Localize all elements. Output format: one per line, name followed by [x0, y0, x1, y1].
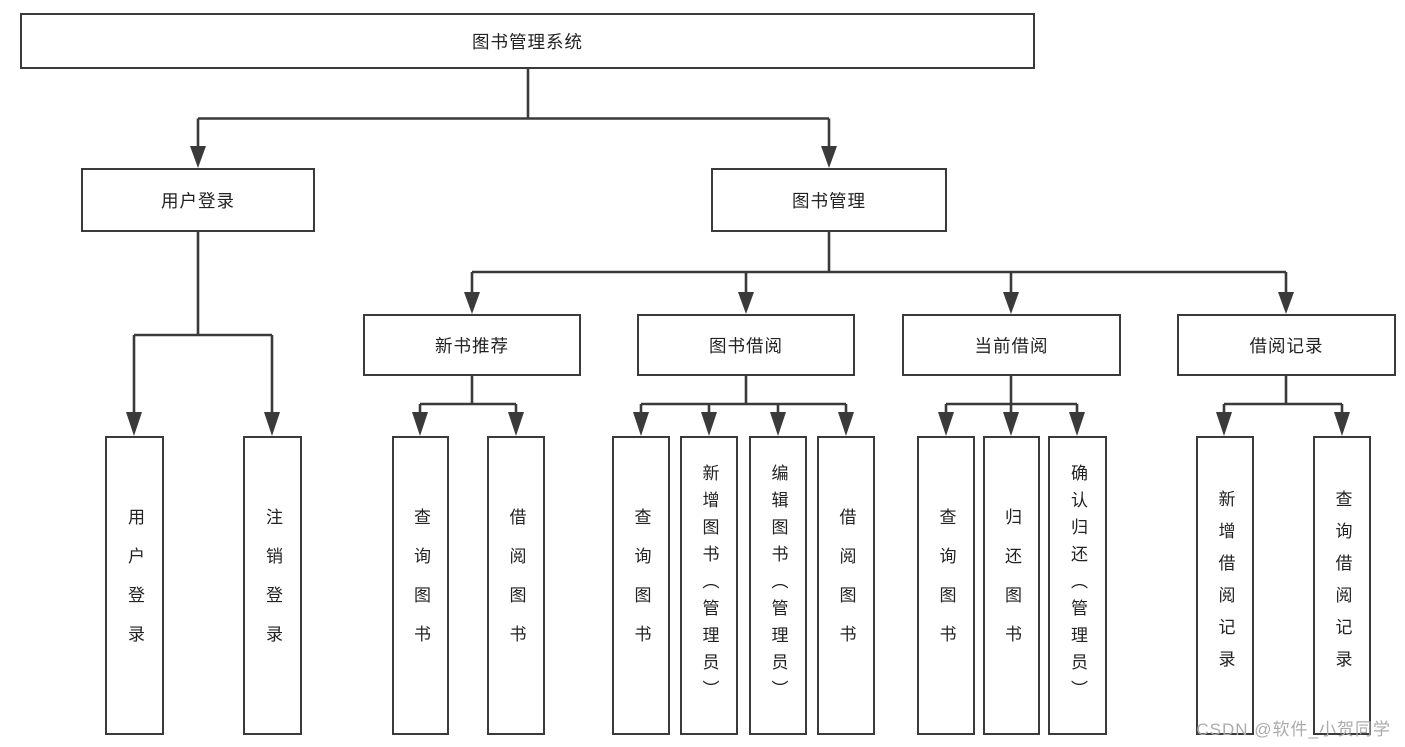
leaf-label: 新增图书（管理员） — [699, 464, 719, 707]
leaf-label: 借阅图书 — [836, 507, 856, 664]
leaf-label: 编辑图书（管理员） — [768, 464, 788, 707]
node-current-borrow: 当前借阅 — [902, 314, 1121, 376]
node-user-login: 用户登录 — [81, 168, 315, 232]
csdn-watermark: CSDN @软件_小贺同学 — [1196, 720, 1391, 739]
leaf-query-books-3: 查询图书 — [917, 436, 975, 735]
leaf-user-login: 用户登录 — [105, 436, 164, 735]
leaf-label: 确认归还（管理员） — [1068, 464, 1087, 707]
leaf-label: 查询图书 — [631, 507, 651, 664]
leaf-label: 借阅图书 — [506, 507, 526, 664]
node-new-book-recommend: 新书推荐 — [363, 314, 581, 376]
leaf-label: 查询图书 — [936, 507, 956, 664]
leaf-query-books-1: 查询图书 — [392, 436, 449, 735]
leaf-query-books-2: 查询图书 — [612, 436, 670, 735]
leaf-add-borrow-record: 新增借阅记录 — [1196, 436, 1254, 735]
leaf-edit-book-admin: 编辑图书（管理员） — [749, 436, 807, 735]
leaf-label: 注销登录 — [263, 507, 282, 664]
leaf-return-book: 归还图书 — [983, 436, 1040, 735]
leaf-label: 查询图书 — [411, 507, 430, 664]
leaf-borrow-books-1: 借阅图书 — [487, 436, 545, 735]
leaf-label: 查询借阅记录 — [1332, 489, 1352, 682]
leaf-label: 用户登录 — [125, 507, 144, 664]
leaf-label: 归还图书 — [1002, 507, 1021, 664]
node-book-management: 图书管理 — [711, 168, 947, 232]
leaf-label: 新增借阅记录 — [1215, 489, 1235, 682]
node-book-borrow: 图书借阅 — [637, 314, 855, 376]
leaf-logout: 注销登录 — [243, 436, 302, 735]
leaf-confirm-return-admin: 确认归还（管理员） — [1048, 436, 1107, 735]
leaf-borrow-books-2: 借阅图书 — [817, 436, 875, 735]
node-root-system: 图书管理系统 — [20, 13, 1035, 69]
node-borrow-records: 借阅记录 — [1177, 314, 1396, 376]
leaf-query-borrow-record: 查询借阅记录 — [1313, 436, 1371, 735]
leaf-add-book-admin: 新增图书（管理员） — [680, 436, 738, 735]
